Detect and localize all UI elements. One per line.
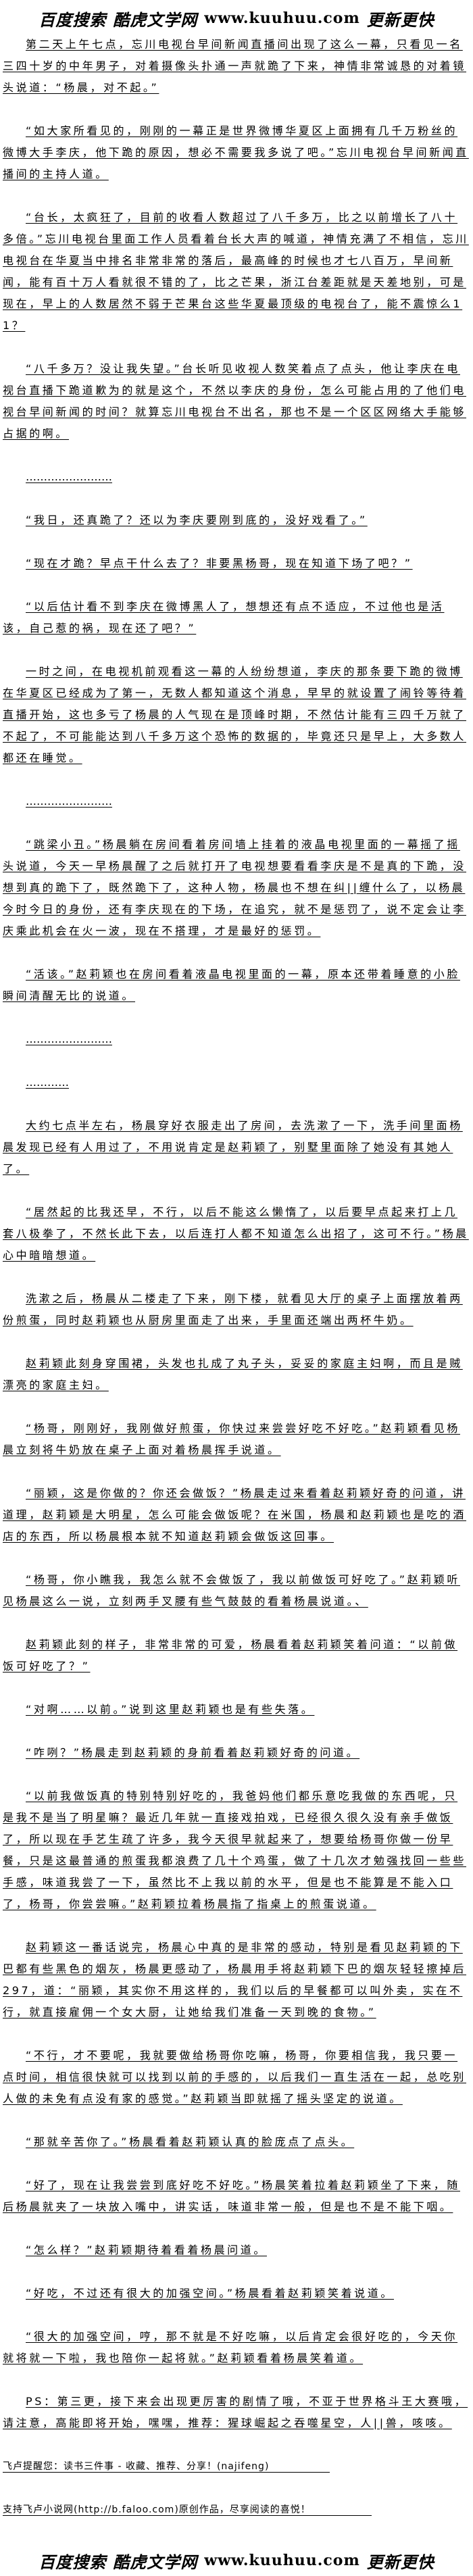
paragraph: “杨哥，你小瞧我，我怎么就不会做饭了，我以前做饭可好吃了。”赵莉颖听见杨晨这么一… (3, 1573, 460, 1608)
paragraph: “以后估计看不到李庆在微博黑人了，想想还有点不适应，不过他也是活该，自己惹的祸，… (3, 600, 445, 635)
paragraph: 赵莉颖此刻身穿围裙，头发也扎成了丸子头，妥妥的家庭主妇啊，而且是贼漂亮的家庭主妇… (3, 1357, 463, 1391)
banner-search: 百度搜索 (39, 2552, 107, 2572)
paragraph: “台长，太疯狂了，目前的收看人数超过了八千多万，比之以前增长了八十多倍。”忘川电… (3, 211, 469, 332)
paragraph: “好了，现在让我尝尝到底好吃不好吃。”杨晨笑着拉着赵莉颖坐了下来，随后杨晨就夹了… (3, 2179, 460, 2213)
banner-site-name: 酷虎文学网 (113, 2552, 198, 2572)
paragraph: 大约七点半左右，杨晨穿好衣服走出了房间，去洗漱了一下，洗手间里面杨晨发现已经有人… (3, 1119, 463, 1175)
paragraph: 赵莉颖此刻的样子，非常非常的可爱，杨晨看着赵莉颖笑着问道：“以前做饭可好吃了？” (3, 1638, 458, 1673)
paragraph: “现在才跪？早点干什么去了？非要黑杨哥，现在知道下场了吧？” (26, 557, 413, 570)
author-note: PS：第三更，接下来会出现更厉害的剧情了哦，不亚于世界格斗王大赛哦，请注意，高能… (3, 2395, 468, 2429)
banner-site-name: 酷虎文学网 (113, 9, 198, 30)
paragraph: “好吃，不过还有很大的加强空间。”杨晨看着赵莉颖笑着说道。 (26, 2287, 394, 2300)
paragraph: “对啊……以前。”说到这里赵莉颖也是有些失落。 (26, 1703, 315, 1716)
footer-support: 支持飞卢小说网(http://b.faloo.com)原创作品，尽享阅读的喜悦！ (3, 2499, 470, 2521)
paragraph: “很大的加强空间，哼，那不就是不好吃嘛，以后肯定会很好吃的，今天你就将就一下啦，… (3, 2330, 458, 2364)
banner-url[interactable]: www.kuuhuu.com (204, 9, 360, 27)
paragraph: “以前我做饭真的特别特别好吃的，我爸妈他们都乐意吃我做的东西呢，只是我不是当了明… (3, 1789, 467, 1910)
paragraph: 洗漱之后，杨晨从二楼走了下来，刚下楼，就看见大厅的桌子上面摆放着两份煎蛋，同时赵… (3, 1292, 463, 1327)
paragraph: “八千多万？没让我失望。”台长听见收视人数笑着点了点头，他让李庆在电视台直播下跪… (3, 362, 467, 440)
footer-reminder: 飞卢提醒您：读书三件事 - 收藏、推荐、分享！(najifeng) (3, 2456, 470, 2477)
banner-slogan: 更新更快 (366, 9, 434, 30)
paragraph: “如大家所看见的，刚刚的一幕正是世界微博华夏区上面拥有几千万粉丝的微博大手李庆，… (3, 124, 469, 180)
paragraph: “杨哥，刚刚好，我刚做好煎蛋，你快过来尝尝好吃不好吃。”赵莉颖看见杨晨立刻将牛奶… (3, 1422, 460, 1456)
paragraph: “丽颖，这是你做的？你还会做饭？”杨晨走过来看着赵莉颖好奇的问道，讲道理，赵莉颖… (3, 1487, 467, 1543)
site-banner-top: 百度搜索 酷虎文学网 www.kuuhuu.com 更新更快 (0, 0, 473, 34)
paragraph: “那就辛苦你了。”杨晨看着赵莉颖认真的脸庞点了点头。 (26, 2135, 355, 2148)
separator-dots: ………… (26, 1076, 69, 1089)
chapter-content: 第二天上午七点，忘川电视台早间新闻直播间出现了这么一幕，只看见一名三四十岁的中年… (0, 34, 473, 2521)
banner-url[interactable]: www.kuuhuu.com (204, 2552, 360, 2569)
paragraph: “我日，还真跪了？还以为李庆要刚到底的，没好戏看了。” (26, 514, 368, 526)
paragraph: 第二天上午七点，忘川电视台早间新闻直播间出现了这么一幕，只看见一名三四十岁的中年… (3, 38, 467, 94)
banner-search: 百度搜索 (39, 9, 107, 30)
paragraph: “跳梁小丑。”杨晨躺在房间看着房间墙上挂着的液晶电视里面的一幕摇了摇头说道，今天… (3, 838, 467, 937)
site-banner-bottom: 百度搜索 酷虎文学网 www.kuuhuu.com 更新更快 (0, 2542, 473, 2576)
paragraph: “怎么样？”赵莉颖期待着看着杨晨问道。 (26, 2244, 267, 2256)
paragraph: “咋咧？”杨晨走到赵莉颖的身前看着赵莉颖好奇的问道。 (26, 1746, 360, 1759)
paragraph: 一时之间，在电视机前观看这一幕的人纷纷想道，李庆的那条要下跪的微博在华夏区已经成… (3, 665, 467, 764)
separator-dots: …………………… (26, 795, 112, 808)
paragraph: “活该。”赵莉颖也在房间看着液晶电视里面的一幕，原本还带着睡意的小脸瞬间清醒无比… (3, 968, 460, 1002)
paragraph: “不行，才不要呢，我就要做给杨哥你吃嘛，杨哥，你要相信我，我只要一点时间，相信很… (3, 2049, 467, 2105)
separator-dots: …………………… (26, 470, 112, 483)
paragraph: 赵莉颖这一番话说完，杨晨心中真的是非常的感动，特别是看见赵莉颖的下巴都有些黑色的… (3, 1941, 467, 2018)
footer-support-link[interactable]: 支持飞卢小说网(http://b.faloo.com)原创作品，尽享阅读的喜悦！ (3, 2504, 372, 2516)
footer-reminder-text: 飞卢提醒您：读书三件事 - 收藏、推荐、分享！(najifeng) (3, 2461, 330, 2473)
paragraph: “居然起的比我还早，不行，以后不能这么懒惰了，以后要早点起来打上几套八极拳了，不… (3, 1206, 469, 1262)
banner-slogan: 更新更快 (366, 2552, 434, 2572)
separator-dots: …………………… (26, 1033, 112, 1045)
